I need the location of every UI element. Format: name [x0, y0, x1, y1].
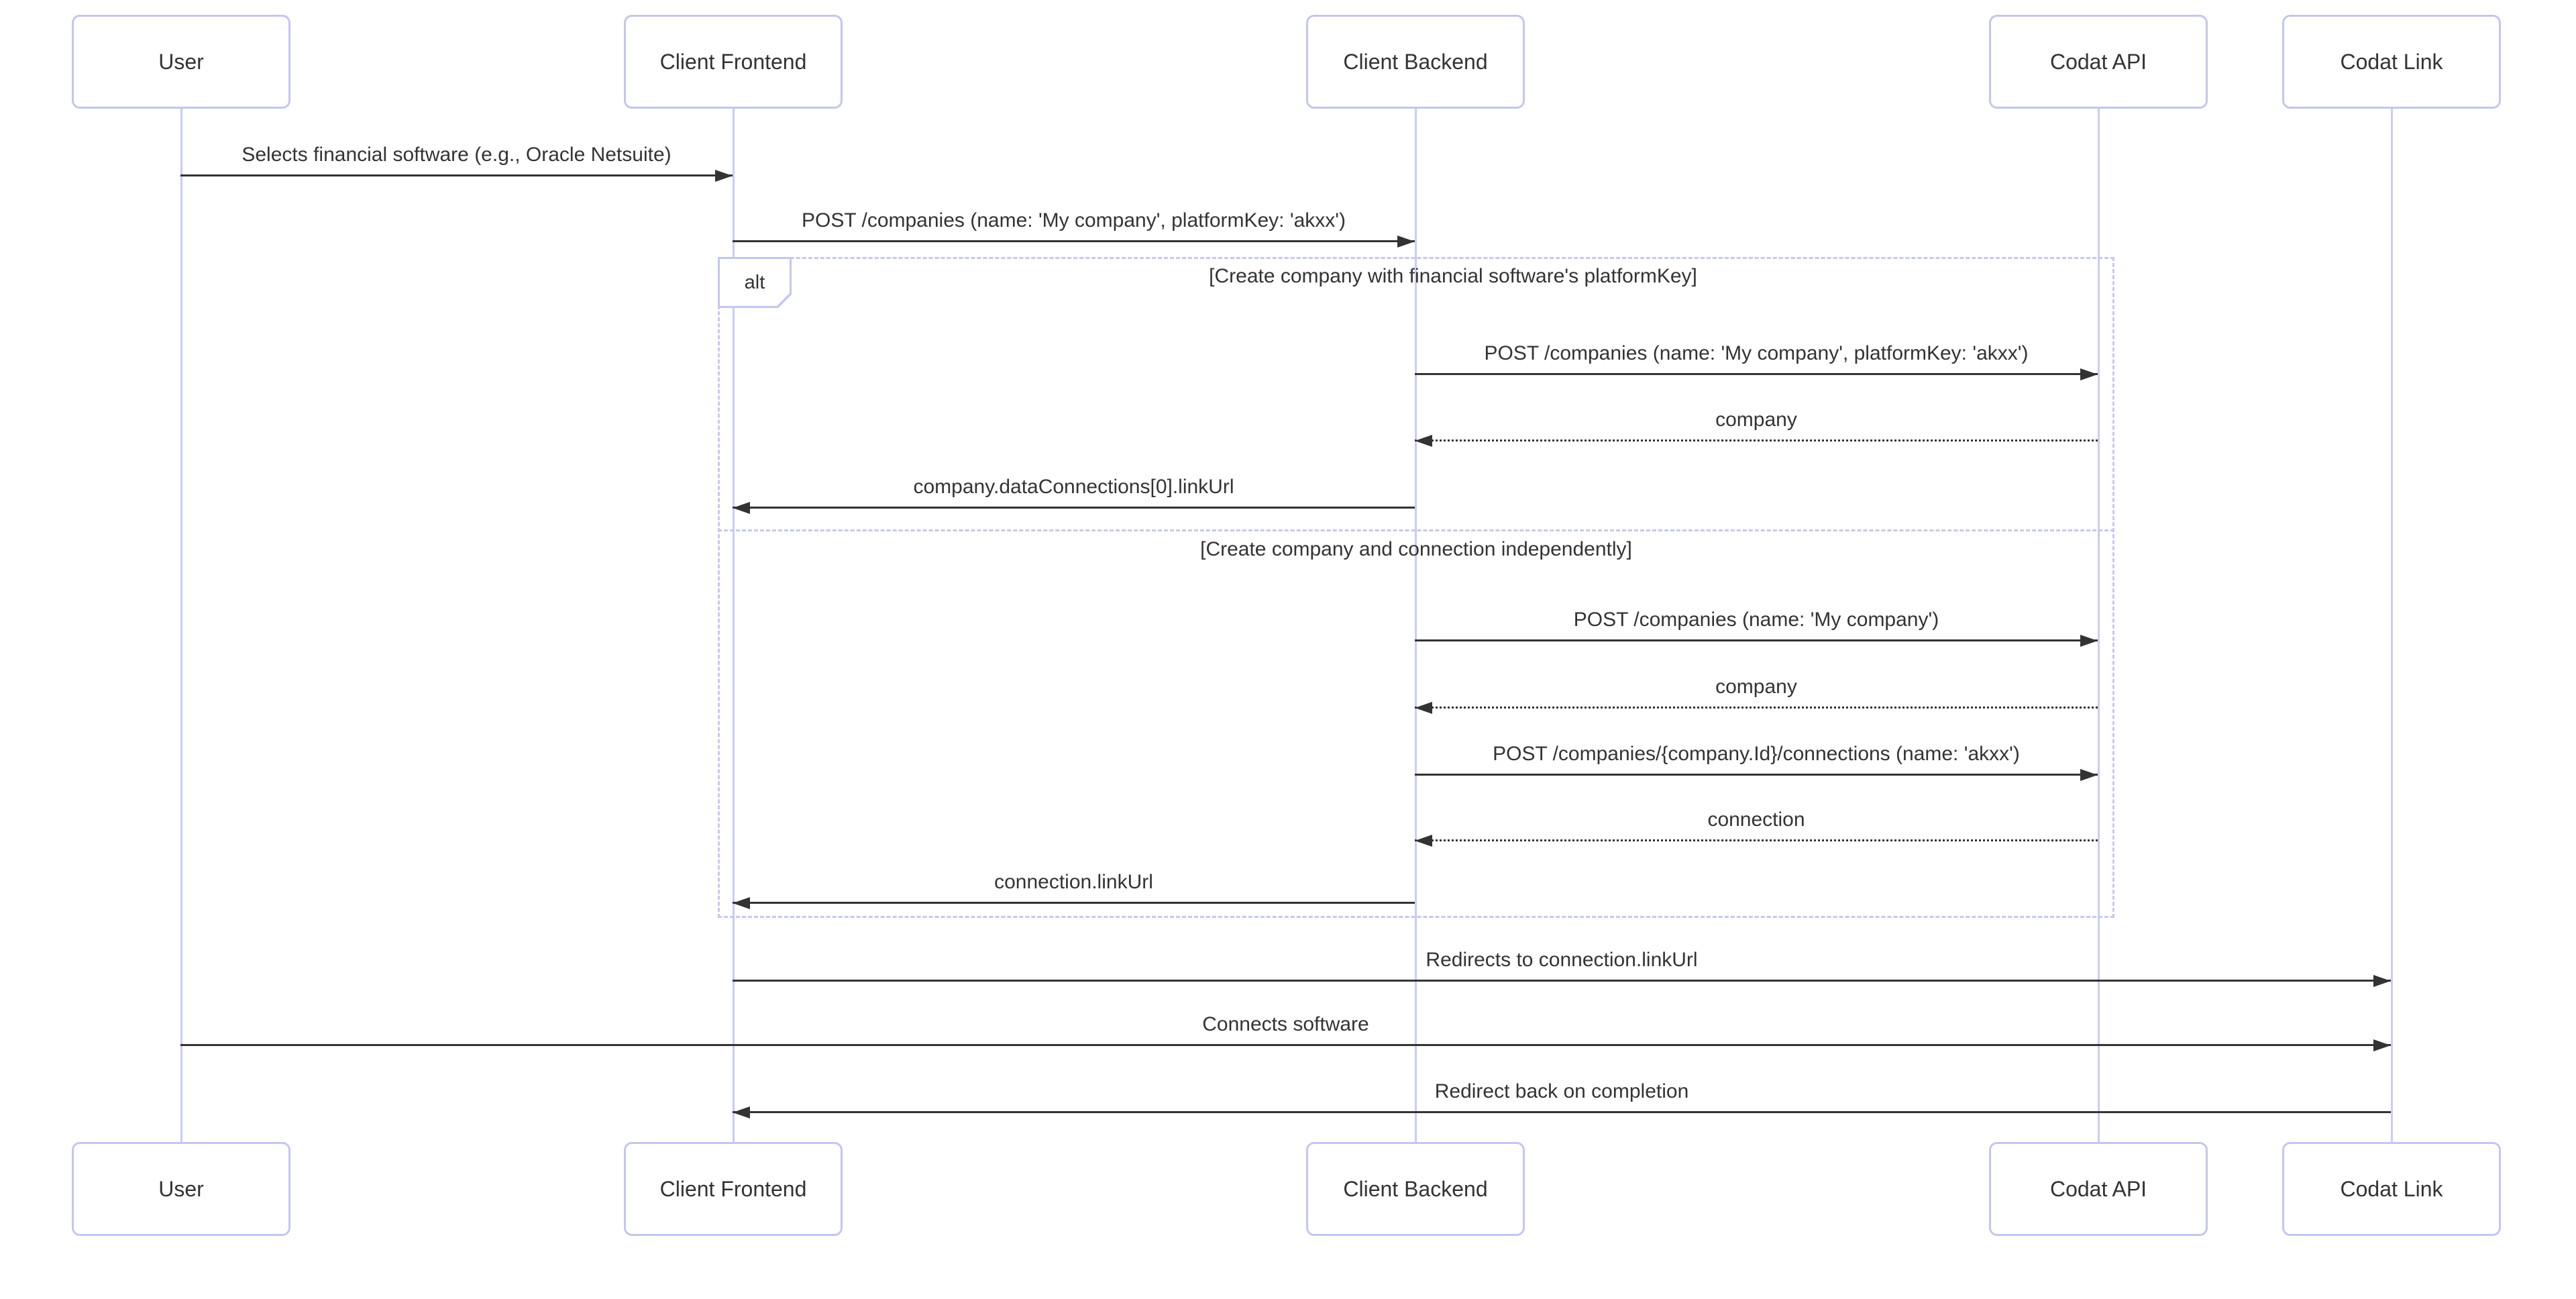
message-text: Redirects to connection.linkUrl — [1426, 949, 1698, 971]
actor-bottom-codat-link: Codat Link — [2282, 1142, 2501, 1236]
actor-label: Codat Link — [2340, 49, 2443, 74]
actor-top-client-frontend: Client Frontend — [624, 15, 843, 109]
arrowhead-icon — [2373, 975, 2391, 987]
message-text: company — [1715, 409, 1797, 431]
arrowhead-icon — [1415, 835, 1432, 847]
actor-label: User — [158, 1176, 204, 1201]
arrowhead-icon — [2373, 1039, 2391, 1051]
message-text: POST /companies/{company.Id}/connections… — [1493, 743, 2020, 765]
message-line-dashed — [1415, 439, 2098, 441]
actor-label: Client Frontend — [659, 1176, 807, 1201]
message-text: POST /companies (name: 'My company', pla… — [1484, 342, 2029, 364]
message-text: connection — [1707, 809, 1805, 831]
lifeline-user — [180, 109, 182, 1142]
lifeline-codat-api — [2098, 109, 2100, 1142]
message-text: Redirect back on completion — [1434, 1080, 1689, 1102]
arrowhead-icon — [1397, 236, 1415, 248]
lifeline-client-frontend — [733, 109, 735, 1142]
message-text: POST /companies (name: 'My company', pla… — [802, 209, 1346, 231]
actor-top-client-backend: Client Backend — [1306, 15, 1525, 109]
message-line — [733, 902, 1415, 904]
actor-label: User — [158, 49, 204, 74]
arrowhead-icon — [733, 502, 750, 514]
alt-condition-2: [Create company and connection independe… — [1200, 538, 1632, 560]
message-text: connection.linkUrl — [994, 871, 1153, 893]
message-line — [733, 980, 2391, 982]
lifeline-codat-link — [2391, 109, 2393, 1142]
actor-label: Client Frontend — [659, 49, 807, 74]
arrowhead-icon — [2080, 769, 2098, 781]
actor-label: Client Backend — [1343, 1176, 1488, 1201]
message-line — [733, 507, 1415, 509]
actor-top-codat-link: Codat Link — [2282, 15, 2501, 109]
actor-label: Client Backend — [1343, 49, 1488, 74]
actor-label: Codat API — [2049, 49, 2147, 74]
arrowhead-icon — [1415, 435, 1432, 447]
alt-operator-label: alt — [720, 259, 790, 306]
message-text: Selects financial software (e.g., Oracle… — [241, 144, 672, 166]
message-text: company.dataConnections[0].linkUrl — [913, 476, 1234, 498]
message-line — [1415, 639, 2098, 641]
message-text: Connects software — [1202, 1013, 1369, 1035]
message-text: company — [1715, 676, 1797, 698]
actor-bottom-client-backend: Client Backend — [1306, 1142, 1525, 1236]
actor-bottom-codat-api: Codat API — [1989, 1142, 2208, 1236]
arrowhead-icon — [2080, 368, 2098, 380]
message-line — [733, 1111, 2391, 1113]
message-line — [1415, 774, 2098, 776]
actor-label: Codat Link — [2340, 1176, 2443, 1201]
alt-operator-badge: alt — [718, 257, 792, 308]
message-line — [1415, 373, 2098, 375]
arrowhead-icon — [715, 170, 733, 182]
message-line-dashed — [1415, 839, 2098, 841]
message-text: POST /companies (name: 'My company') — [1573, 609, 1939, 631]
actor-bottom-client-frontend: Client Frontend — [624, 1142, 843, 1236]
actor-top-user: User — [72, 15, 290, 109]
arrowhead-icon — [733, 897, 750, 909]
actor-top-codat-api: Codat API — [1989, 15, 2208, 109]
arrowhead-icon — [1415, 702, 1432, 714]
alt-frame — [718, 257, 2114, 918]
arrowhead-icon — [733, 1106, 750, 1119]
lifeline-client-backend — [1415, 109, 1417, 1142]
arrowhead-icon — [2080, 635, 2098, 647]
message-line — [180, 1044, 2391, 1046]
message-line — [733, 240, 1415, 242]
message-line-dashed — [1415, 707, 2098, 709]
actor-bottom-user: User — [72, 1142, 290, 1236]
alt-section-divider — [718, 529, 2114, 531]
message-line — [180, 174, 733, 176]
alt-condition-1: [Create company with financial software'… — [1209, 265, 1697, 287]
actor-label: Codat API — [2049, 1176, 2147, 1201]
